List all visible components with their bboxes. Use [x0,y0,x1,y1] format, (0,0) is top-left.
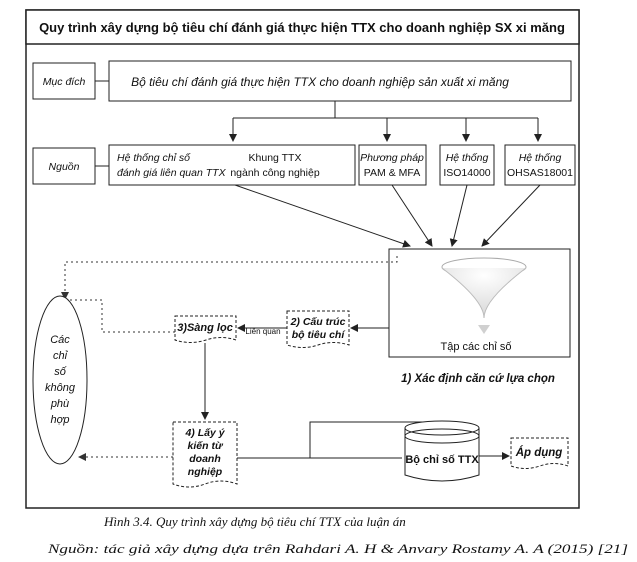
unsuitable-line5: phù [50,398,69,410]
source-ohsas-line1: Hệ thống [519,152,562,164]
step4-box [172,421,238,488]
apply-box [510,437,569,469]
source-iso-line1: Hệ thống [446,152,489,164]
unsuitable-line1: Các [50,334,70,346]
source-pam-line2: PAM & MFA [364,167,420,179]
database-cylinder-ring [404,428,480,444]
unsuitable-line2: chỉ [53,350,69,362]
source-indicators-line2: đánh giá liên quan TTX [117,167,227,179]
step4-line4: nghiệp [188,466,223,478]
converge-from-iso [449,184,468,247]
source-box-iso14000 [439,144,495,186]
unsuitable-line4: không [45,382,76,394]
muc-dich-label-box [32,62,96,100]
funnel-label: Tập các chỉ số [441,341,512,353]
step3-box [174,315,237,343]
source-khung-line2: ngành công nghiệp [230,167,319,179]
unsuitable-line6: hợp [51,414,70,426]
database-cylinder-body [404,428,480,482]
nguon-label: Nguồn [49,161,80,173]
source-pam-line1: Phương pháp [360,152,424,164]
dotted-step4-arrowhead [78,453,86,461]
figure-source-note: Nguồn: tác giả xây dựng dựa trên Rahdari… [47,541,628,556]
purpose-box [108,60,572,102]
apply-label: Áp dụng [515,446,563,459]
step4-line3: doanh [189,453,221,465]
dotted-feedback-arrowhead [61,292,69,300]
source-iso-line2: ISO14000 [443,167,490,179]
dotted-feedback-line [64,256,398,296]
converge-from-ohsas [481,184,541,247]
dotted-line-sang-loc [65,299,175,333]
funnel-cone [441,267,527,319]
source-khung-line1: Khung TTX [249,152,302,164]
unsuitable-oval [32,295,88,465]
step4-line2: kiến từ [188,440,224,452]
muc-dich-label: Mục đích [43,76,86,88]
converge-from-pam [391,184,433,247]
step3-label: 3)Sàng lọc [177,322,233,334]
step2-box [286,310,350,348]
step4-line1: 4) Lấy ý [184,427,225,439]
diagram-title: Quy trình xây dựng bộ tiêu chí đánh giá … [39,20,565,35]
title-box [25,9,580,45]
purpose-text: Bộ tiêu chí đánh giá thực hiện TTX cho d… [131,75,509,89]
step1-caption: 1) Xác định căn cứ lựa chọn [401,373,555,385]
source-box-ohsas18001 [504,144,576,186]
step2-line1: 2) Cấu trúc [290,316,346,328]
source-box-pam-mfa [358,144,427,186]
figure-caption: Hình 3.4. Quy trình xây dựng bộ tiêu chí… [103,514,406,529]
lien-quan-label: Liên quan [245,327,280,336]
source-ohsas-line2: OHSAS18001 [507,167,573,179]
source-indicators-line1: Hệ thống chỉ số [117,152,191,164]
converge-from-indicators [234,184,411,248]
database-label: Bộ chỉ số TTX [405,454,479,466]
source-box-indicators-framework [108,144,356,186]
unsuitable-line3: số [54,366,67,378]
database-cylinder-top [404,420,480,436]
step2-line2: bộ tiêu chí [292,329,347,341]
funnel-drop [478,325,490,334]
